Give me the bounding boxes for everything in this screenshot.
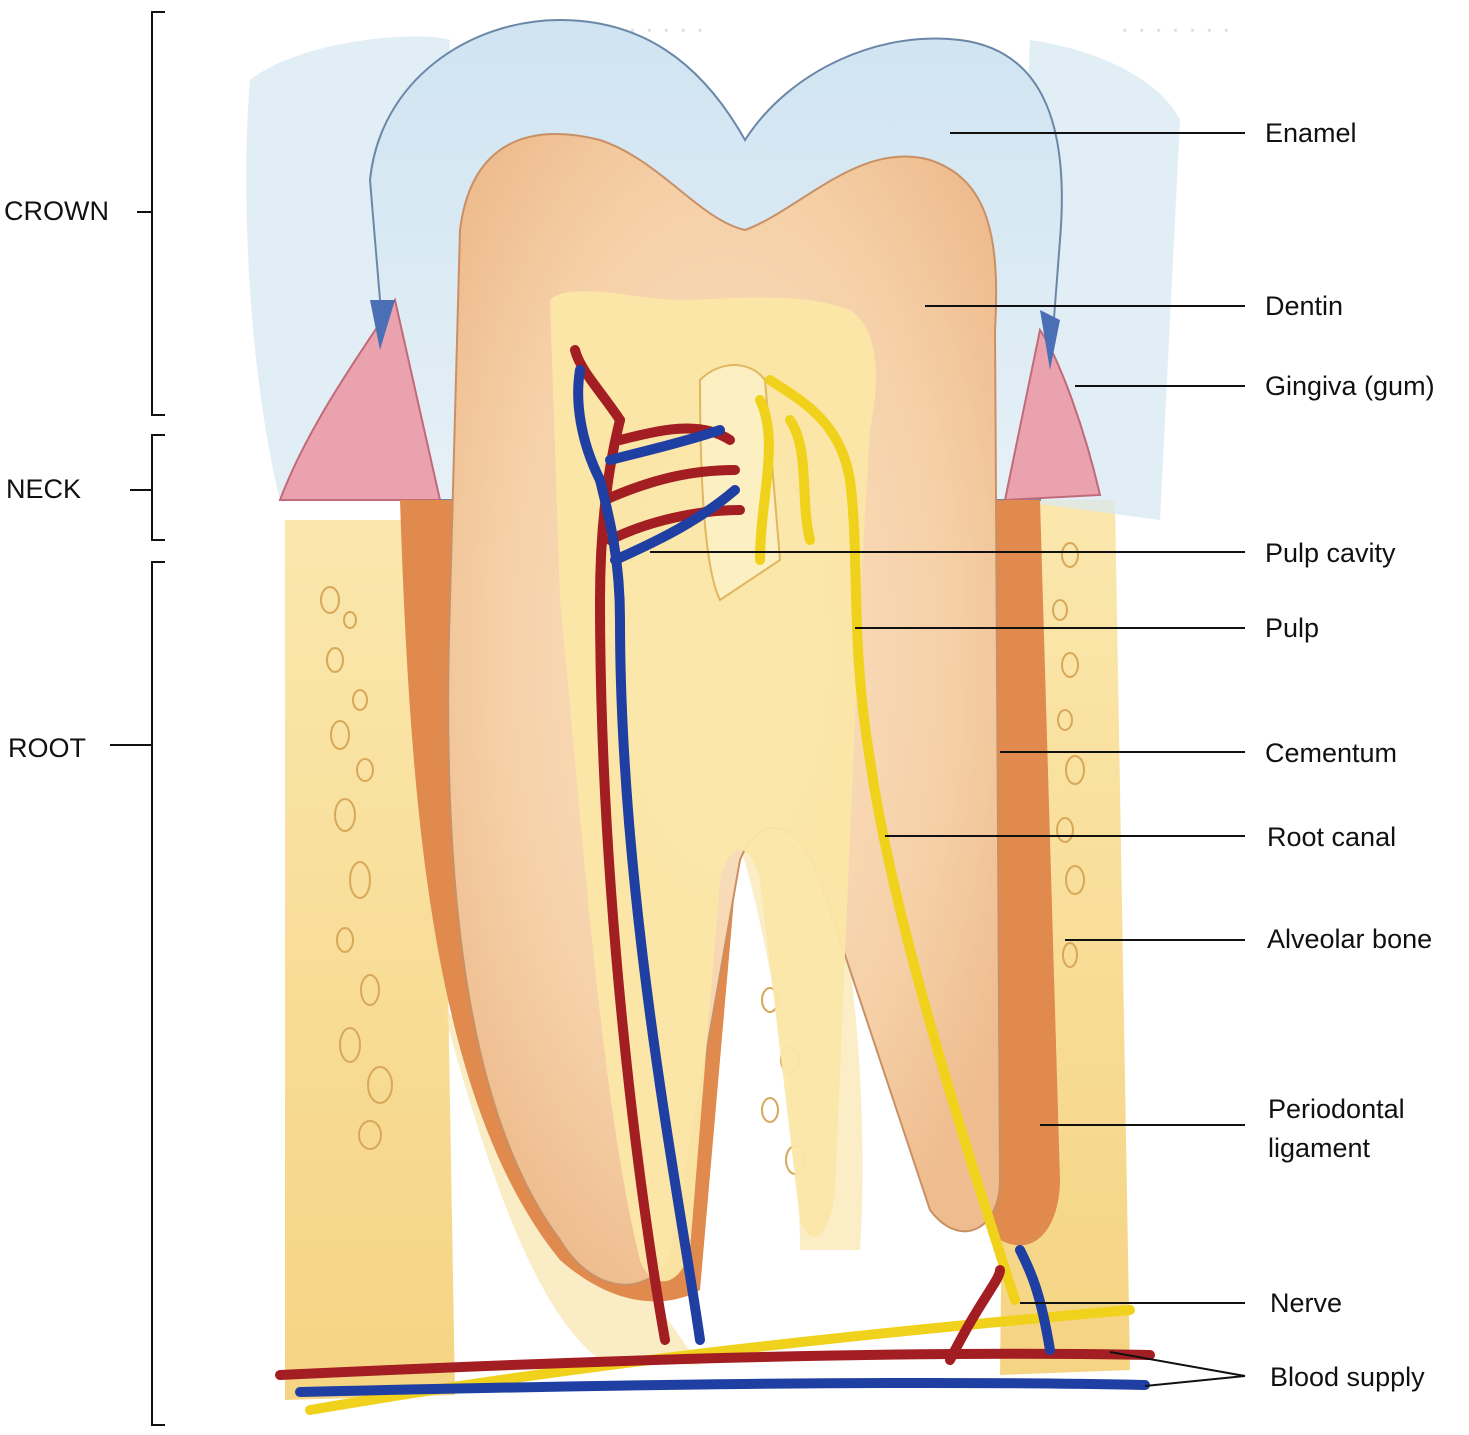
label-pulp-cavity: Pulp cavity [1265,538,1396,568]
label-periodontal-line2: ligament [1268,1133,1371,1163]
label-nerve: Nerve [1270,1288,1342,1318]
label-cementum: Cementum [1265,738,1397,768]
label-dentin: Dentin [1265,291,1343,321]
region-label-root: ROOT [8,733,86,763]
label-root-canal: Root canal [1267,822,1396,852]
svg-text:· · · · · · ·: · · · · · · · [1120,15,1231,47]
label-periodontal-line1: Periodontal [1268,1094,1405,1124]
region-label-crown: CROWN [4,196,109,226]
label-gingiva: Gingiva (gum) [1265,371,1435,401]
label-alveolar-bone: Alveolar bone [1267,924,1432,954]
label-blood-supply: Blood supply [1270,1362,1425,1392]
region-label-neck: NECK [6,474,81,504]
label-enamel: Enamel [1265,118,1357,148]
label-pulp: Pulp [1265,613,1319,643]
